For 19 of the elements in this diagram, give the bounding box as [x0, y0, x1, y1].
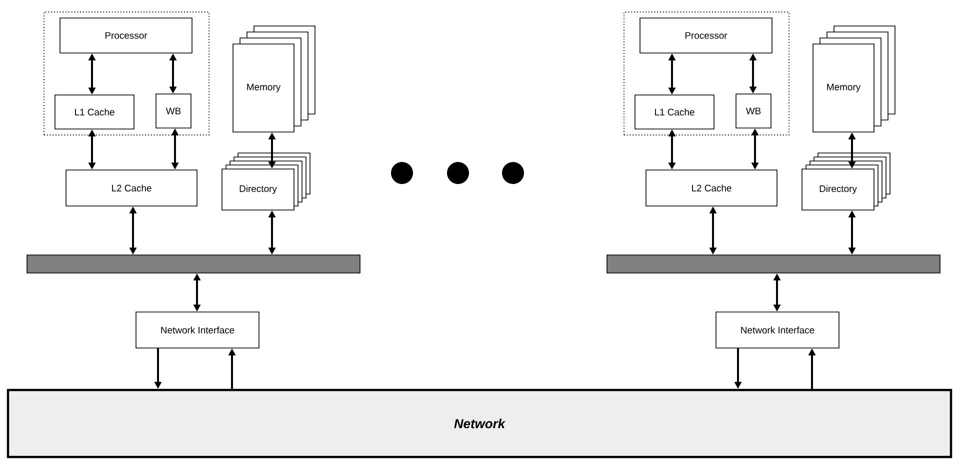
component-box: WB: [156, 94, 192, 128]
component-box: WB: [736, 94, 772, 128]
memory-stack: Memory: [812, 26, 896, 132]
bus-bar: [26, 254, 360, 274]
component-box: Network Interface: [716, 312, 840, 348]
component-box: L1 Cache: [54, 94, 134, 130]
directory-stack: Directory: [222, 152, 310, 210]
dotted-frame: [624, 12, 790, 136]
component-box: Processor: [60, 18, 192, 54]
dotted-frame: [44, 12, 210, 136]
component-box: Network Interface: [136, 312, 260, 348]
component-box: L2 Cache: [646, 170, 778, 206]
bus-bar: [606, 254, 940, 274]
component-box: Processor: [640, 18, 772, 54]
directory-stack: Directory: [802, 152, 890, 210]
memory-stack: Memory: [232, 26, 316, 132]
component-box: L2 Cache: [66, 170, 198, 206]
network-box: Network: [6, 388, 952, 458]
component-box: L1 Cache: [634, 94, 714, 130]
